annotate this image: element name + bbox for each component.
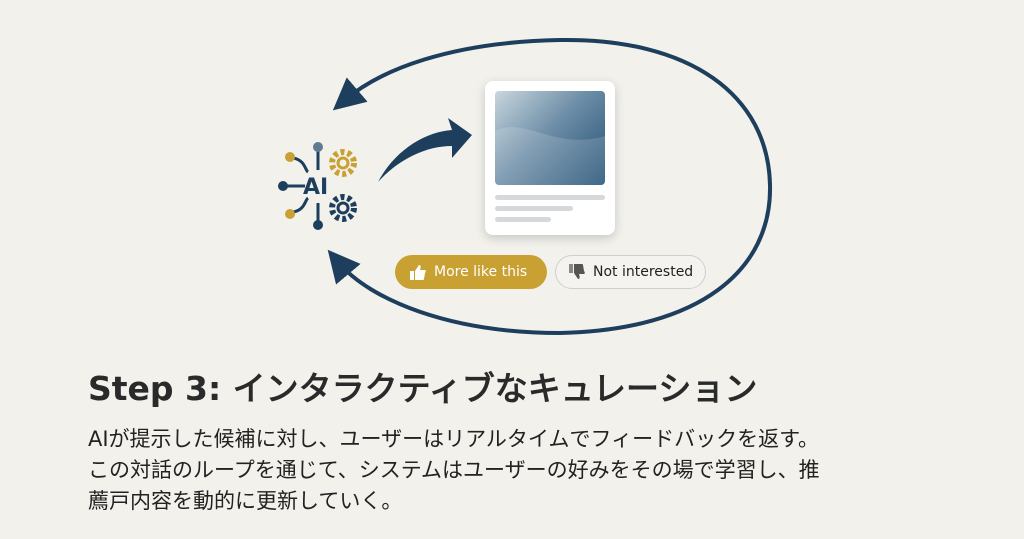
card-text-line xyxy=(495,217,551,222)
card-image xyxy=(495,91,605,185)
recommend-arrow xyxy=(378,118,472,182)
card-text-line xyxy=(495,195,605,200)
more-like-this-label: More like this xyxy=(434,264,528,280)
more-like-this-button[interactable]: More like this xyxy=(395,255,547,289)
ai-label: AI xyxy=(303,175,328,200)
description: AIが提示した候補に対し、ユーザーはリアルタイムでフィードバックを返す。 この対… xyxy=(88,424,968,517)
description-line: AIが提示した候補に対し、ユーザーはリアルタイムでフィードバックを返す。 xyxy=(88,427,819,451)
page-title: Step 3: インタラクティブなキュレーション xyxy=(88,369,758,408)
thumbs-up-icon xyxy=(410,265,426,280)
card-text-line xyxy=(495,206,573,211)
not-interested-button[interactable]: Not interested xyxy=(555,255,706,289)
ai-network-icon: AI xyxy=(278,142,357,230)
loop-arrow-bottom xyxy=(327,249,561,335)
loop-arrow-top xyxy=(332,37,773,335)
not-interested-label: Not interested xyxy=(593,264,694,280)
description-line: 薦戸内容を動的に更新していく。 xyxy=(88,489,403,513)
description-line: この対話のループを通じて、システムはユーザーの好みをその場で学習し、推 xyxy=(88,458,820,482)
content-card xyxy=(485,81,615,235)
thumbs-down-icon xyxy=(569,264,585,279)
